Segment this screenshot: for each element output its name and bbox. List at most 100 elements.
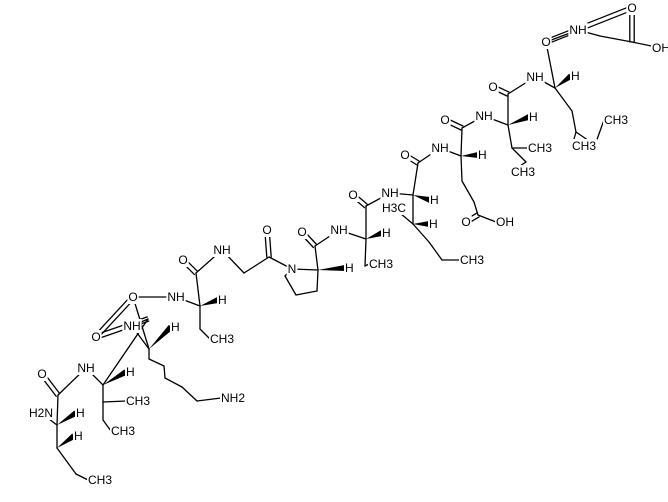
atom-label-background [510,165,537,179]
atom-label: NH [330,223,347,237]
bond [75,473,89,481]
atom-label-background [380,186,400,200]
atom-label: H [74,429,83,443]
bond [102,419,112,432]
atom-label-background [170,320,181,334]
atom-label: NH2 [221,391,245,405]
atom-label: O [400,148,409,162]
wedge-bond [461,152,479,158]
atom-label: O [128,290,137,304]
bond [195,272,201,307]
bond [460,127,463,157]
atom-label: NH [475,109,492,123]
bond [599,35,633,43]
atom-label: H [171,320,180,334]
wedge-bond [57,433,76,448]
atom-label-background [527,141,554,155]
atom-label-background [125,365,136,379]
atom-label-background [428,217,439,231]
atom-label: OH [652,41,668,55]
atom-label: O [348,188,357,202]
bond [545,41,556,89]
bond [196,397,222,402]
atom-label: O [488,80,497,94]
atom-label: O [627,1,636,15]
atom-label-background [459,253,486,267]
bond [461,180,475,203]
atom-label-background [127,290,139,304]
double-bond [544,5,632,41]
atom-label: H [429,217,438,231]
bond [428,241,443,261]
atom-label: CH3 [460,253,484,267]
atom-label-background [347,188,359,202]
atom-label-background [528,110,539,124]
atom-label: O [178,253,187,267]
bond [163,365,166,379]
atom-label-background [87,473,114,487]
atom-label-background [261,223,273,237]
bond [56,447,77,475]
atom-label-background [344,261,355,275]
atom-label-background [495,215,515,229]
bond [148,358,165,367]
atom-label-background [399,148,411,162]
atom-label-background [651,41,668,55]
atom-label-background [570,69,581,83]
atom-label: N [288,262,297,276]
atom-label-background [460,215,472,229]
atom-label-background [439,113,451,127]
atom-label: H [478,148,487,162]
atom-label-background [36,367,48,381]
bond [314,245,319,271]
atom-label-background [110,424,137,438]
atom-label-background [380,201,408,215]
atom-label: H [126,365,135,379]
atom-label: NH [167,290,184,304]
atom-label-background [429,193,440,207]
atom-label: H3C [382,201,406,215]
bond [164,377,183,388]
bond [460,155,463,182]
atom-label: CH3 [511,165,535,179]
bonds [39,5,662,481]
wedge-bond [57,410,78,425]
wedge-bond [200,297,219,306]
atom-label-background [76,361,96,375]
wedge-bond [413,195,431,203]
atom-label: O [262,223,271,237]
atom-label: CH3 [210,332,234,346]
double-bond [96,297,136,340]
atom-label-background [540,35,552,49]
atom-label-background [477,148,488,162]
double-bond [93,294,133,337]
atom-label: NH [213,243,230,257]
atom-label: CH3 [88,473,112,487]
bond [199,328,211,340]
bond [477,214,497,223]
atom-label-background [368,257,395,271]
atom-label: O [91,330,100,344]
atom-label-background [166,290,186,304]
bond [511,147,527,163]
bond [412,162,419,196]
atom-label: NH [431,141,448,155]
wedge-bond [508,114,531,125]
bond [56,394,59,426]
atom-label-background [487,80,499,94]
atom-label: NH [526,70,543,84]
bond [507,124,513,149]
atom-label: O [461,215,470,229]
atom-label-background [90,330,102,344]
wedge-bond [103,369,128,385]
atom-label: H [430,193,439,207]
atom-label-background [177,253,189,267]
atom-label-background [571,139,598,153]
wedge-bond [366,230,384,239]
atom-label: CH3 [572,139,596,153]
atom-label-background [430,141,450,155]
atom-label-background [217,293,228,307]
atom-label: NH [381,186,398,200]
